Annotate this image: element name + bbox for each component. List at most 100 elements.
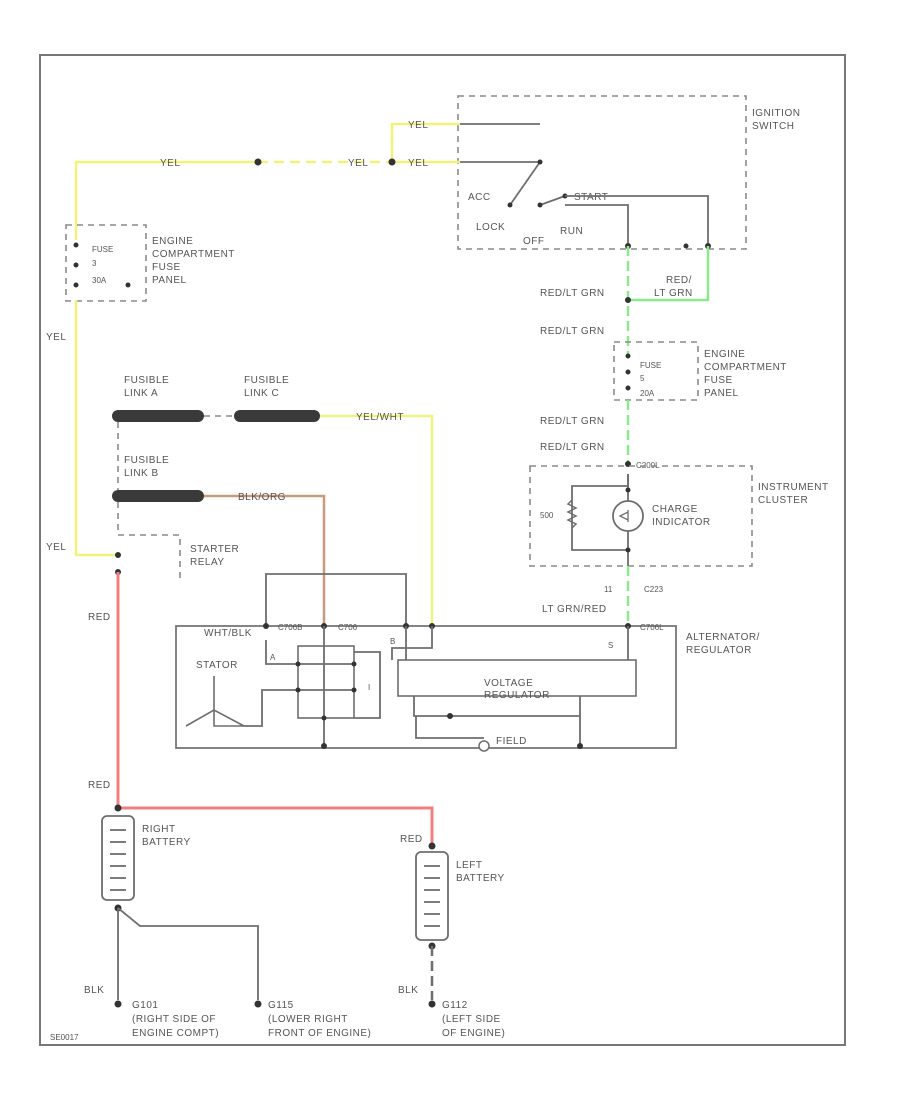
instrument-cluster-title-2: CLUSTER	[758, 495, 808, 506]
instrument-cluster: INSTRUMENT CLUSTER 500 CHARGE INDICATOR	[529, 465, 829, 567]
wire-label-blk-org: BLK/ORG	[238, 492, 286, 503]
wire-label-yel-left: YEL	[46, 332, 66, 343]
ground-g101-loc-1: (RIGHT SIDE OF	[132, 1014, 216, 1025]
fusible-links: FUSIBLE LINK A FUSIBLE LINK C YEL/WHT FU…	[112, 375, 434, 626]
fusible-link-a	[112, 410, 204, 422]
ground-g115-loc-2: FRONT OF ENGINE)	[268, 1028, 371, 1039]
right-fuse-label-2: 5	[640, 374, 645, 383]
cluster-conn-c200l: C200L	[636, 461, 660, 470]
wire-label-blk-2: BLK	[398, 985, 418, 996]
wire-label-yel-3: YEL	[408, 158, 428, 169]
alt-pin-b: B	[390, 637, 395, 646]
instrument-cluster-title-1: INSTRUMENT	[758, 482, 829, 493]
right-fuse-panel-name-1: ENGINE	[704, 349, 745, 360]
ground-g115-id: G115	[268, 1000, 294, 1011]
yellow-left-wire	[74, 300, 118, 557]
left-battery: LEFT BATTERY	[415, 842, 505, 950]
right-fuse-panel-name-2: COMPARTMENT	[704, 362, 787, 373]
charge-indicator-label-2: INDICATOR	[652, 517, 711, 528]
field-label: FIELD	[496, 736, 527, 747]
ignition-switch-box	[457, 95, 747, 250]
right-battery: RIGHT BATTERY	[101, 804, 191, 912]
left-fuse-panel-name-2: COMPARTMENT	[152, 249, 235, 260]
alternator-title-1: ALTERNATOR/	[686, 632, 760, 643]
field-terminal-icon	[478, 740, 490, 752]
left-fuse-label-3: 30A	[92, 276, 107, 285]
ground-wiring: BLK BLK	[84, 907, 436, 1008]
switch-pos-start: START	[574, 192, 608, 203]
voltage-regulator	[397, 659, 637, 697]
left-fuse-panel-name-1: ENGINE	[152, 236, 193, 247]
switch-pos-lock: LOCK	[476, 222, 505, 233]
starter-relay: STARTER RELAY	[115, 534, 239, 578]
fusible-link-b-label-1: FUSIBLE	[124, 455, 169, 466]
red-battery-wire	[116, 572, 434, 846]
left-fuse-label-2: 3	[92, 259, 97, 268]
right-column-wiring: RED/ LT GRN RED/LT GRN RED/LT GRN	[540, 246, 710, 354]
cluster-conn-c223: C223	[644, 585, 664, 594]
starter-relay-label-2: RELAY	[190, 557, 225, 568]
right-battery-label-2: BATTERY	[142, 837, 191, 848]
right-battery-label-1: RIGHT	[142, 824, 176, 835]
cluster-pin-11: 11	[604, 585, 613, 594]
right-fuse-panel: FUSE 5 20A ENGINE COMPARTMENT FUSE PANEL	[613, 341, 787, 401]
ground-g112: G112 (LEFT SIDE OF ENGINE)	[442, 1000, 505, 1039]
diagram-border	[39, 54, 846, 1046]
wire-label-yel-lower: YEL	[46, 542, 66, 553]
ignition-switch-title-1: IGNITION	[752, 108, 800, 119]
cluster-resistor-value: 500	[540, 511, 554, 520]
fusible-link-c-label-1: FUSIBLE	[244, 375, 289, 386]
left-fuse-panel: FUSE 3 30A ENGINE COMPARTMENT FUSE PANEL	[65, 224, 235, 302]
wire-label-yel-wht: YEL/WHT	[356, 412, 404, 423]
wire-label-red-2: RED	[88, 780, 111, 791]
wire-label-redltgrn-3: RED/LT GRN	[540, 416, 605, 427]
fusible-link-c-label-2: LINK C	[244, 388, 279, 399]
alternator-housing	[175, 625, 677, 749]
left-fuse-label-1: FUSE	[92, 245, 113, 254]
yellow-feed-wire: YEL YEL YEL YEL	[74, 120, 460, 240]
ground-g101: G101 (RIGHT SIDE OF ENGINE COMPT)	[132, 1000, 219, 1039]
alt-term-c706: C706	[338, 623, 358, 632]
starter-relay-label-1: STARTER	[190, 544, 239, 555]
ground-g115: G115 (LOWER RIGHT FRONT OF ENGINE)	[268, 1000, 371, 1039]
right-fuse-panel-name-4: PANEL	[704, 388, 739, 399]
switch-pos-acc: ACC	[468, 192, 491, 203]
right-fuse-label-3: 20A	[640, 389, 655, 398]
stator-label: STATOR	[196, 660, 238, 671]
diagram-code: SE0017	[50, 1033, 79, 1042]
wire-label-lt-grn-red: LT GRN/RED	[542, 604, 607, 615]
switch-pos-off: OFF	[523, 236, 545, 247]
fusible-link-b-label-2: LINK B	[124, 468, 159, 479]
wire-label-blk-1: BLK	[84, 985, 104, 996]
fusible-link-b	[112, 490, 204, 502]
wire-label-red-3: RED	[400, 834, 423, 845]
voltage-regulator-label-1: VOLTAGE	[484, 678, 533, 689]
stator-winding-icon	[185, 676, 245, 727]
ground-g112-loc-2: OF ENGINE)	[442, 1028, 505, 1039]
ground-g112-loc-1: (LEFT SIDE	[442, 1014, 501, 1025]
left-fuse-panel-name-4: PANEL	[152, 275, 187, 286]
voltage-regulator-label-2: REGULATOR	[484, 690, 550, 701]
switch-pos-run: RUN	[560, 226, 583, 237]
wire-label-red-1: RED	[88, 612, 111, 623]
left-battery-label-1: LEFT	[456, 860, 482, 871]
wire-label-red-lt-grn-a: RED/	[666, 275, 692, 286]
rectifier-bridge	[297, 645, 355, 719]
ground-g115-loc-1: (LOWER RIGHT	[268, 1014, 348, 1025]
ignition-switch-title-2: SWITCH	[752, 121, 794, 132]
alt-pin-i: I	[368, 683, 370, 692]
wire-label-redltgrn-2: RED/LT GRN	[540, 326, 605, 337]
fusible-link-a-label-1: FUSIBLE	[124, 375, 169, 386]
ground-g112-id: G112	[442, 1000, 468, 1011]
alt-term-c706l: C706L	[640, 623, 664, 632]
fusible-link-c	[234, 410, 320, 422]
alt-pin-s: S	[608, 641, 613, 650]
fusible-link-a-label-2: LINK A	[124, 388, 158, 399]
wire-label-yel-4: YEL	[408, 120, 428, 131]
wire-label-red-lt-grn-b: LT GRN	[654, 288, 693, 299]
wire-label-redltgrn-4: RED/LT GRN	[540, 442, 605, 453]
alt-pin-a: A	[270, 653, 276, 662]
left-battery-label-2: BATTERY	[456, 873, 505, 884]
wire-label-yel-2: YEL	[348, 158, 368, 169]
